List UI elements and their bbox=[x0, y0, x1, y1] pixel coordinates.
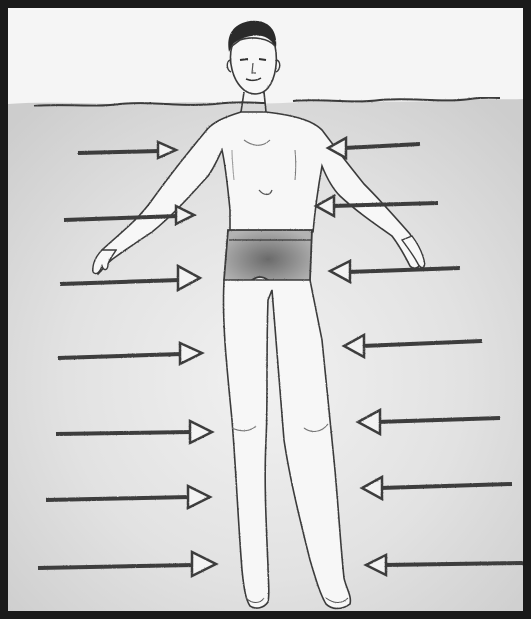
swim-trunks bbox=[224, 230, 312, 283]
